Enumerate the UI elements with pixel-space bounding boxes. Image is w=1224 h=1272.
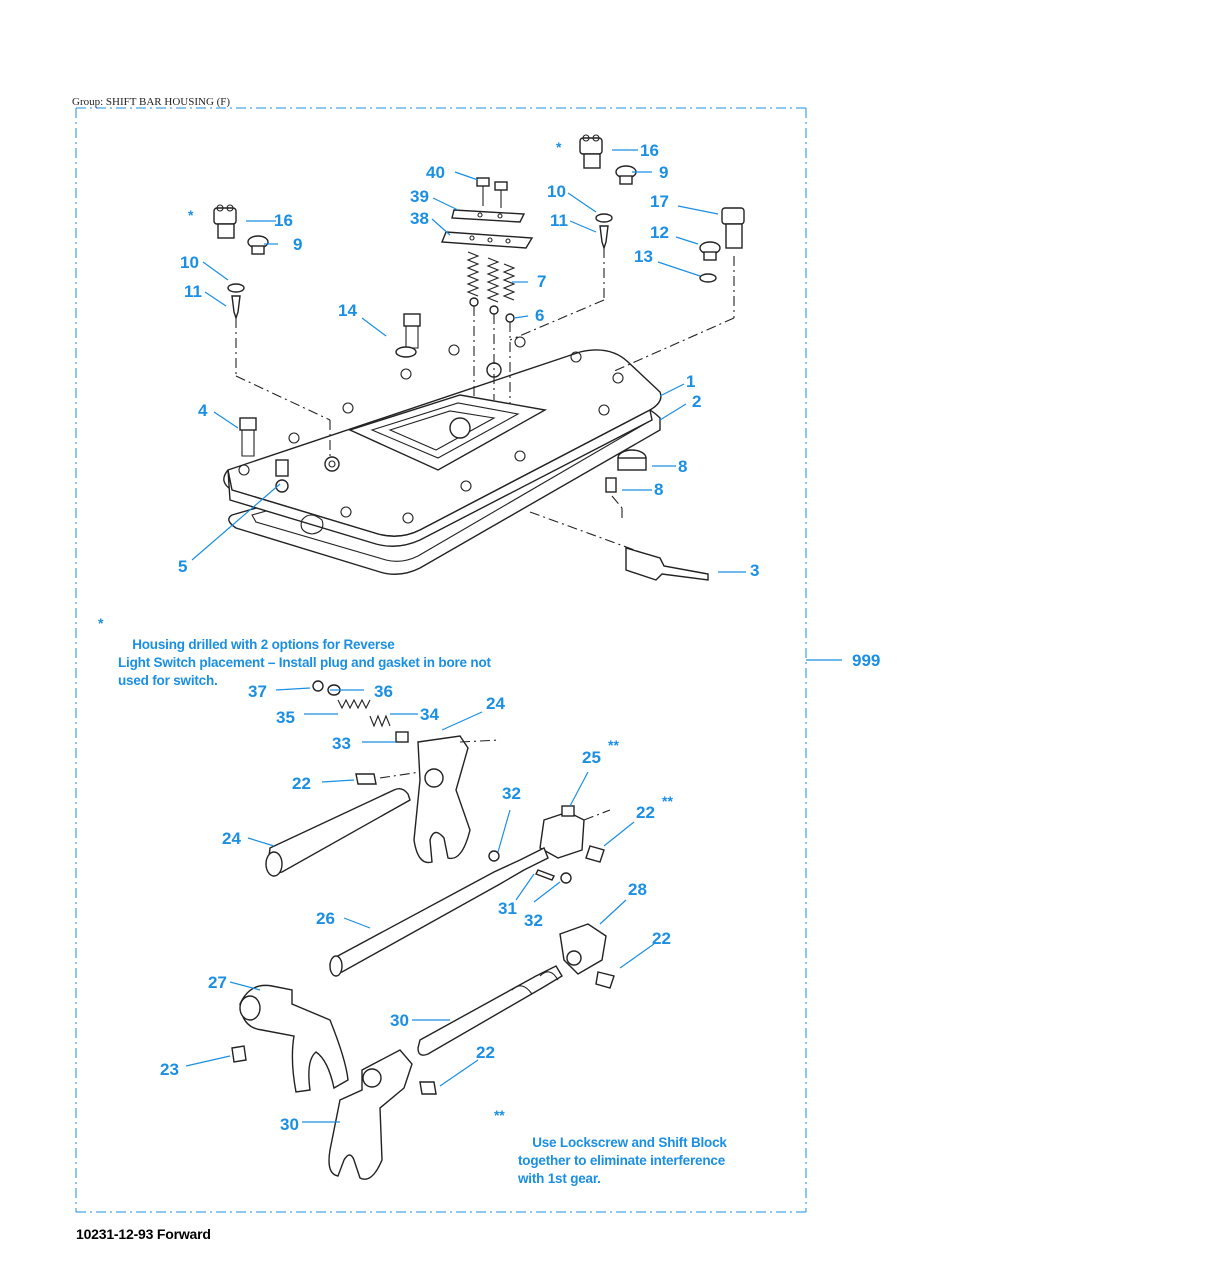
shift-fork-23	[413, 735, 501, 864]
neutral-switch-17	[611, 207, 745, 373]
callout-37: 37	[248, 682, 267, 701]
callout-36: 36	[374, 682, 393, 701]
callout-10-left: 10	[180, 253, 199, 272]
shift-fork-27	[231, 984, 349, 1093]
capscrew-4	[239, 417, 257, 457]
shift-fork-30	[328, 1049, 437, 1180]
callout-4: 4	[198, 401, 208, 420]
plug-5	[275, 459, 289, 477]
callout-9-left: 9	[293, 235, 302, 254]
shift-rail-26	[329, 847, 572, 977]
callout-3: 3	[750, 561, 759, 580]
double-star-25: **	[608, 737, 619, 753]
callout-10-top: 10	[547, 182, 566, 201]
capscrew-14	[395, 313, 421, 358]
callout-34: 34	[420, 705, 439, 724]
callout-30: 30	[280, 1115, 299, 1134]
callout-999: 999	[852, 651, 880, 670]
callout-22-e: 23	[160, 1060, 179, 1079]
callout-22-b: 22	[636, 803, 655, 822]
note-mark-single: *	[98, 615, 104, 631]
callout-31: 31	[498, 899, 517, 918]
callout-17: 17	[650, 192, 669, 211]
callout-labels: 40 39 38 7 6 16 9 10 11 16 9 10 11 17 12…	[160, 139, 880, 1134]
callout-8-top: 8	[678, 457, 687, 476]
callout-24: 24	[222, 829, 241, 848]
callout-16-top: 16	[640, 141, 659, 160]
shift-block-25	[539, 805, 611, 863]
callout-5: 5	[178, 557, 187, 576]
figure-code: 10231-12-93 Forward	[76, 1226, 211, 1242]
reverse-light-switch-top	[509, 134, 637, 341]
note-mark-double: **	[494, 1107, 505, 1123]
shift-bar-housing	[223, 336, 662, 547]
leader-lines	[185, 149, 746, 1123]
callout-28: 28	[628, 880, 647, 899]
callout-11-top: 11	[550, 211, 568, 230]
double-star-22: **	[662, 793, 673, 809]
callout-25: 25	[582, 748, 601, 767]
callout-35: 35	[276, 708, 295, 727]
callout-22-c: 22	[652, 929, 671, 948]
callout-29: 30	[390, 1011, 409, 1030]
capscrews-40	[476, 177, 508, 208]
star-left: *	[188, 207, 194, 223]
callout-8-bottom: 8	[654, 480, 663, 499]
callout-27: 27	[208, 973, 227, 992]
detent-springs	[466, 251, 516, 404]
callout-38: 38	[410, 209, 429, 228]
reverse-light-switch-left	[213, 204, 331, 460]
callout-33: 33	[332, 734, 351, 753]
shift-rail-24	[265, 787, 411, 877]
callout-40: 40	[426, 163, 445, 182]
callout-32-b: 32	[524, 911, 543, 930]
callout-6: 6	[535, 306, 544, 325]
callout-23: 24	[486, 694, 505, 713]
shift-fork-28	[559, 923, 615, 989]
plugs-8	[605, 449, 647, 522]
callout-39: 39	[410, 187, 429, 206]
note-reverse-light: * Housing drilled with 2 options for Reve…	[98, 615, 491, 708]
shift-rail-3	[529, 511, 709, 581]
shift-rail-29	[417, 965, 563, 1056]
callout-9-top: 9	[659, 163, 668, 182]
callout-22-d: 22	[476, 1043, 495, 1062]
star-top: *	[556, 139, 562, 155]
callout-22-a: 22	[292, 774, 311, 793]
callout-7: 7	[537, 272, 546, 291]
note-lockscrew: ** Use Lockscrew and Shift Block together…	[494, 1107, 727, 1206]
callout-2: 2	[692, 392, 701, 411]
callout-13: 13	[634, 247, 653, 266]
callout-16-left: 16	[274, 211, 293, 230]
callout-12: 12	[650, 223, 669, 242]
note-reverse-light-text: Housing drilled with 2 options for Rever…	[118, 637, 491, 688]
callout-1: 1	[686, 372, 695, 391]
callout-14: 14	[338, 301, 357, 320]
callout-11-left: 11	[184, 282, 202, 301]
assembly-frame	[75, 107, 842, 1213]
note-lockscrew-text: Use Lockscrew and Shift Block together t…	[518, 1135, 727, 1186]
callout-26: 26	[316, 909, 335, 928]
spring-retainer-plates	[440, 209, 534, 249]
group-label: Group: SHIFT BAR HOUSING (F)	[72, 96, 231, 108]
callout-32-a: 32	[502, 784, 521, 803]
